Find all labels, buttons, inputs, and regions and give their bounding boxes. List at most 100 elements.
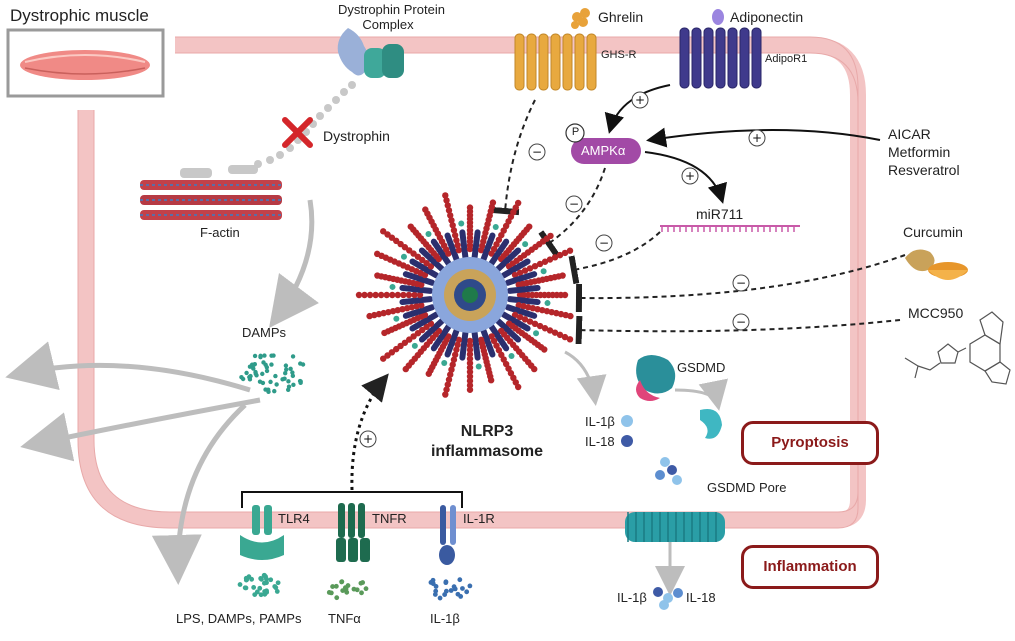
inflammasome-rod bbox=[504, 304, 538, 319]
inflammasome-bead bbox=[521, 316, 529, 323]
minus-sign-text: − bbox=[569, 197, 579, 211]
inflammasome-star bbox=[400, 253, 407, 260]
ligand-particle bbox=[257, 585, 263, 591]
inflammasome-bead bbox=[380, 228, 387, 235]
inflammasome-bead bbox=[455, 336, 463, 344]
damps-particle bbox=[269, 353, 274, 358]
inflammasome-bead bbox=[394, 291, 402, 299]
tnfr-label: TNFR bbox=[372, 511, 407, 526]
drugs-label: AICAR Metformin Resveratrol bbox=[888, 125, 960, 179]
ghs-r-receptor bbox=[514, 33, 597, 91]
inflammasome-bead bbox=[449, 361, 456, 368]
inflammasome-bead bbox=[556, 251, 564, 259]
il-1r-label: IL-1R bbox=[463, 511, 495, 526]
inflammasome-bead bbox=[453, 237, 460, 244]
inflammasome-rod bbox=[409, 311, 440, 332]
inflammasome-bead bbox=[425, 370, 432, 377]
ligand-particle bbox=[458, 594, 464, 599]
inflammasome-rod bbox=[459, 229, 469, 262]
inflammasome-rod bbox=[418, 318, 445, 343]
plus-sign-text: + bbox=[685, 169, 695, 183]
il-1r-receptor bbox=[439, 505, 456, 565]
inflammasome-rod bbox=[409, 258, 440, 279]
inflammasome-star bbox=[425, 231, 432, 238]
inflammasome-bead bbox=[546, 327, 554, 334]
inflammasome-bead bbox=[422, 206, 429, 213]
inflammasome-rod bbox=[480, 232, 496, 264]
inflammasome-bead bbox=[541, 325, 549, 332]
damps-particle bbox=[272, 388, 277, 394]
plus-sign-text: + bbox=[363, 432, 373, 446]
nlrp3-label-line2: inflammasome bbox=[430, 443, 544, 460]
ligand-particle bbox=[457, 577, 463, 583]
receptor-ligands bbox=[237, 572, 473, 601]
inflammasome-bead bbox=[389, 291, 396, 299]
ampk-node bbox=[565, 123, 641, 164]
inflammasome-bead bbox=[377, 291, 385, 299]
inflammasome-rod bbox=[444, 326, 460, 358]
inflammasome-bead bbox=[487, 377, 495, 384]
inflammasome-bead bbox=[559, 272, 566, 279]
inflammasome-star bbox=[475, 363, 482, 370]
inflammasome-bead bbox=[466, 368, 474, 376]
inflammasome-bead bbox=[516, 313, 524, 321]
inflammasome-bead bbox=[416, 291, 424, 299]
inflammasome-bead bbox=[445, 376, 453, 383]
inflammasome-rod bbox=[506, 284, 541, 294]
plus-sign-text: + bbox=[635, 93, 645, 107]
ligand-particle bbox=[264, 580, 269, 586]
inflammasome-rod bbox=[471, 328, 481, 361]
plus-sign-icon bbox=[631, 91, 649, 109]
ghrelin-ligand bbox=[571, 8, 590, 29]
mir711-strand bbox=[660, 225, 800, 232]
inflammasome-bead bbox=[566, 247, 574, 254]
damps-particle bbox=[298, 380, 303, 386]
ligand-particle bbox=[342, 585, 348, 591]
ligand-particle bbox=[358, 580, 364, 586]
damps-particle bbox=[283, 371, 288, 376]
ligand-particle bbox=[237, 582, 243, 587]
il1b-bottom-label: IL-1β bbox=[430, 611, 460, 626]
inflammasome-star bbox=[389, 283, 396, 290]
ligand-particle bbox=[268, 577, 274, 583]
tlr4-receptor bbox=[240, 505, 284, 560]
damps-particle bbox=[244, 370, 249, 376]
inflammasome-bead bbox=[374, 250, 381, 258]
damps-particle bbox=[261, 360, 266, 365]
inflammasome-star bbox=[508, 352, 515, 359]
inflammasome-bead bbox=[526, 318, 534, 325]
inflammasome-bead bbox=[516, 269, 524, 277]
inflammasome-rod bbox=[506, 296, 541, 306]
damps-particle bbox=[264, 368, 270, 374]
damps-particle bbox=[239, 374, 244, 380]
inflammasome-bead bbox=[514, 199, 522, 207]
damps-particle bbox=[298, 361, 303, 366]
inflammasome-bead bbox=[466, 382, 474, 389]
ligand-particle bbox=[433, 584, 439, 589]
damps-particle bbox=[252, 353, 258, 359]
inflammasome-bead bbox=[442, 192, 449, 199]
il18-inner-label: IL-18 bbox=[585, 434, 615, 449]
inflammasome-bead bbox=[511, 311, 519, 319]
drug-aicar: AICAR bbox=[888, 126, 931, 142]
ligand-particle bbox=[428, 580, 434, 585]
minus-sign-icon bbox=[732, 274, 750, 292]
ligand-particle bbox=[251, 585, 257, 590]
inflammasome-bead bbox=[526, 265, 534, 272]
phospho-label: P bbox=[571, 126, 580, 138]
damps-particle bbox=[262, 353, 267, 358]
inflammasome-bead bbox=[541, 258, 549, 265]
ligand-particle bbox=[359, 590, 364, 596]
inflammasome-bead bbox=[536, 260, 544, 268]
ligand-particle bbox=[437, 595, 443, 601]
tnfa-label: TNFα bbox=[328, 611, 361, 626]
f-actin-label: F-actin bbox=[200, 225, 240, 240]
inflammasome-bead bbox=[449, 222, 456, 229]
inflammasome-bead bbox=[521, 267, 529, 274]
damps-particle bbox=[260, 380, 266, 386]
drug-metformin: Metformin bbox=[888, 144, 951, 160]
tlr4-label: TLR4 bbox=[278, 511, 310, 526]
ampk-label: AMPKα bbox=[581, 143, 626, 158]
il-particles-out bbox=[653, 587, 683, 610]
